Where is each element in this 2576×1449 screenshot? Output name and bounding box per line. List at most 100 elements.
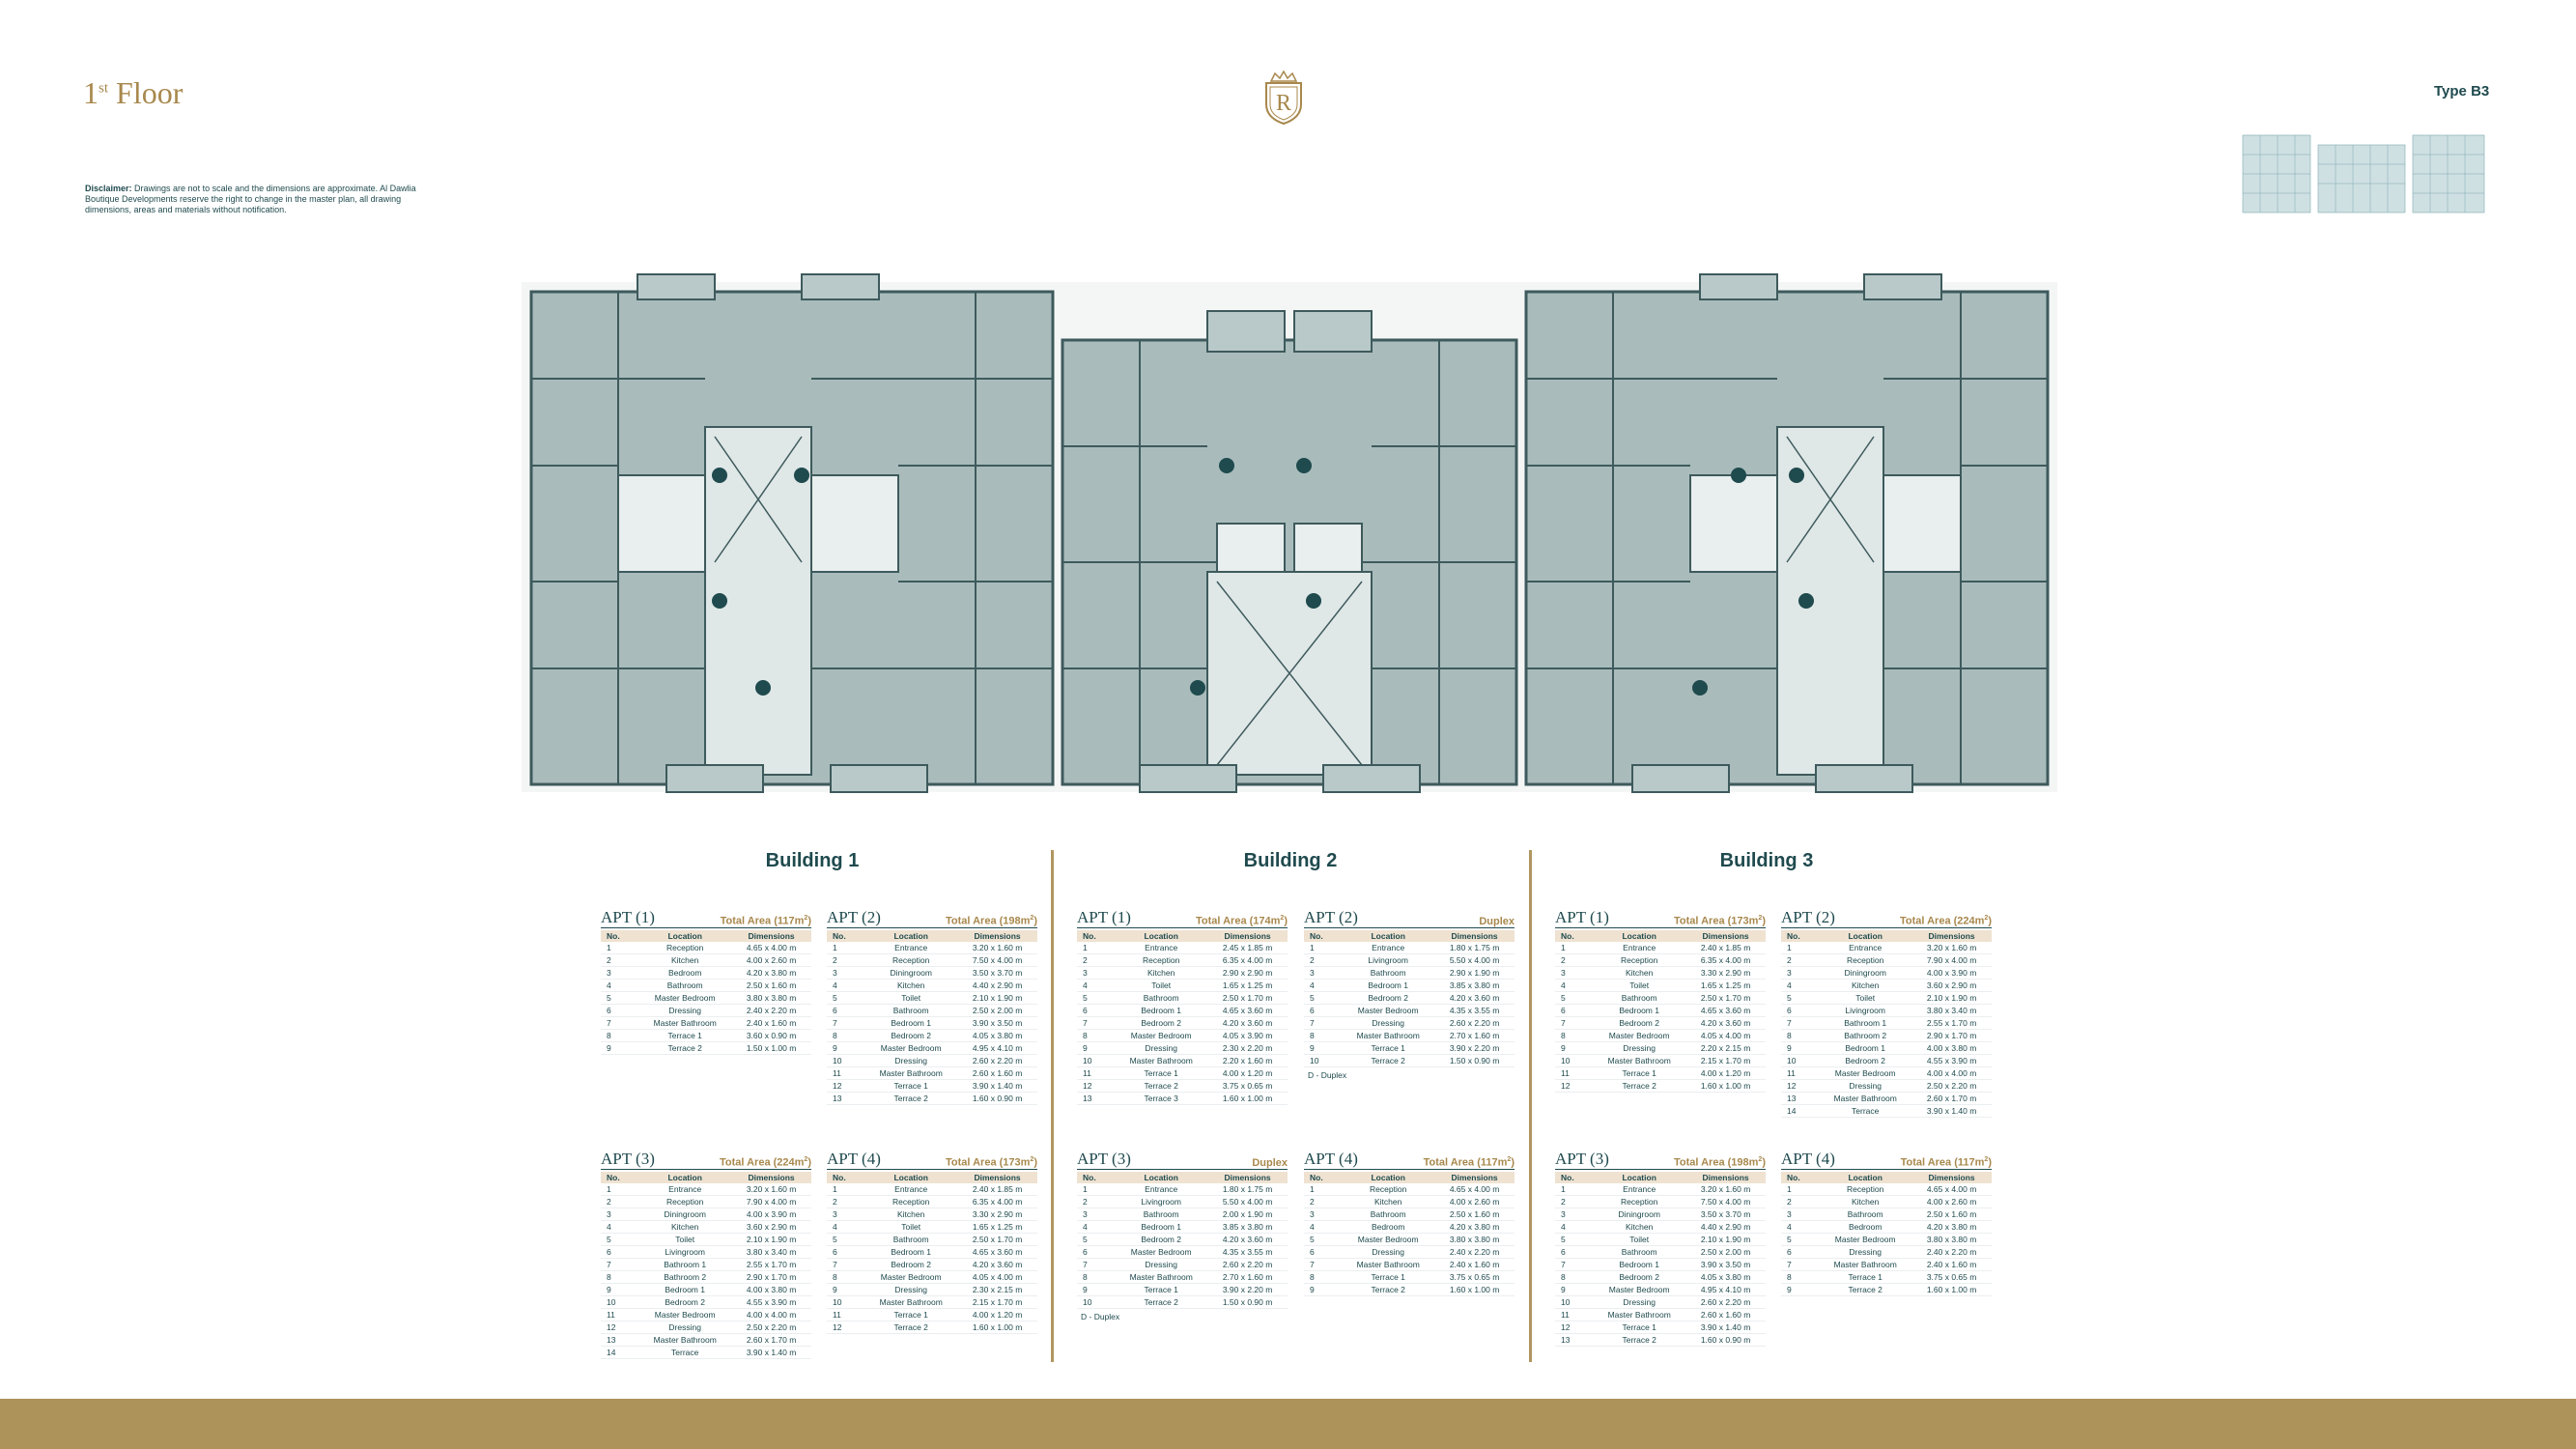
room-dimensions: 4.65 x 3.60 m	[957, 1245, 1037, 1259]
area-close-paren: )	[807, 1157, 811, 1169]
footer-bar	[0, 1399, 2576, 1449]
column-header-dimensions: Dimensions	[1207, 1172, 1288, 1183]
room-location: Bedroom	[1819, 1220, 1912, 1234]
room-number: 8	[827, 1270, 865, 1284]
room-location: Reception	[1819, 953, 1912, 967]
room-dimensions: 3.80 x 3.80 m	[1434, 1233, 1514, 1246]
room-dimensions: 4.55 x 3.90 m	[731, 1295, 811, 1309]
room-location: Terrace 2	[1593, 1079, 1686, 1093]
room-dimensions: 2.90 x 1.70 m	[731, 1270, 811, 1284]
room-number: 1	[601, 1183, 639, 1196]
room-location: Reception	[638, 1195, 732, 1208]
room-dimensions: 2.60 x 1.70 m	[731, 1333, 811, 1347]
room-location: Diningroom	[864, 966, 958, 980]
area-label: Total Area (117m	[1423, 1157, 1508, 1169]
column-header-location: Location	[1593, 1172, 1686, 1183]
room-location: Toilet	[1593, 1233, 1686, 1246]
room-number: 3	[1077, 1208, 1116, 1221]
room-number: 8	[601, 1029, 639, 1042]
apartment-area: Total Area (224m2)	[720, 1156, 811, 1169]
room-location: Reception	[1593, 1195, 1686, 1208]
room-dimensions: 3.85 x 3.80 m	[1207, 1220, 1288, 1234]
room-dimensions: 1.65 x 1.25 m	[957, 1220, 1037, 1234]
room-number: 9	[1555, 1041, 1594, 1055]
room-number: 12	[827, 1321, 865, 1334]
room-location: Master Bedroom	[864, 1041, 958, 1055]
room-location: Terrace 2	[1115, 1295, 1208, 1309]
room-dimensions: 2.40 x 1.60 m	[1911, 1258, 1992, 1271]
room-location: Master Bathroom	[1342, 1029, 1435, 1042]
room-location: Bathroom	[1115, 1208, 1208, 1221]
disclaimer-lead: Disclaimer:	[85, 184, 132, 193]
room-location: Reception	[864, 953, 958, 967]
room-dimensions: 2.50 x 1.60 m	[1434, 1208, 1514, 1221]
room-number: 8	[1781, 1270, 1820, 1284]
room-dimensions: 3.90 x 1.40 m	[957, 1079, 1037, 1093]
brand-logo: R	[1265, 70, 1302, 126]
room-number: 4	[1304, 979, 1343, 992]
column-header-dimensions: Dimensions	[731, 1172, 811, 1183]
room-dimensions: 1.60 x 0.90 m	[1685, 1333, 1766, 1347]
room-dimensions: 2.50 x 2.00 m	[1685, 1245, 1766, 1259]
room-dimensions: 6.35 x 4.00 m	[1207, 953, 1288, 967]
room-number: 4	[601, 979, 639, 992]
room-location: Kitchen	[864, 1208, 958, 1221]
column-header-dimensions: Dimensions	[1911, 1172, 1992, 1183]
area-close-paren: )	[1988, 916, 1992, 927]
room-dimensions: 4.95 x 4.10 m	[957, 1041, 1037, 1055]
building-divider	[1051, 850, 1054, 1362]
room-number: 6	[601, 1245, 639, 1259]
column-header-no: No.	[1304, 930, 1343, 942]
room-dimensions: 2.20 x 2.15 m	[1685, 1041, 1766, 1055]
room-location: Master Bathroom	[1593, 1308, 1686, 1321]
area-unit-sup: 2	[1984, 1156, 1989, 1164]
room-number: 12	[601, 1321, 639, 1334]
room-dimensions: 4.20 x 3.60 m	[1207, 1233, 1288, 1246]
room-number: 10	[1304, 1054, 1343, 1067]
room-dimensions: 4.65 x 4.00 m	[731, 942, 811, 954]
room-dimensions: 4.65 x 3.60 m	[1207, 1004, 1288, 1017]
room-location: Master Bedroom	[1593, 1283, 1686, 1296]
room-location: Master Bedroom	[1115, 1029, 1208, 1042]
room-location: Kitchen	[1593, 1220, 1686, 1234]
area-unit-sup: 2	[804, 915, 808, 923]
room-number: 13	[1555, 1333, 1594, 1347]
room-dimensions: 3.60 x 0.90 m	[731, 1029, 811, 1042]
room-location: Bedroom 1	[1593, 1004, 1686, 1017]
room-location: Diningroom	[1593, 1208, 1686, 1221]
room-number: 7	[827, 1016, 865, 1030]
room-dimensions: 3.30 x 2.90 m	[957, 1208, 1037, 1221]
room-location: Terrace 2	[1342, 1283, 1435, 1296]
room-location: Entrance	[864, 942, 958, 954]
room-number: 2	[1781, 953, 1820, 967]
room-dimensions: 2.60 x 2.20 m	[1207, 1258, 1288, 1271]
room-location: Bathroom 1	[638, 1258, 732, 1271]
room-number: 1	[1304, 1183, 1343, 1196]
